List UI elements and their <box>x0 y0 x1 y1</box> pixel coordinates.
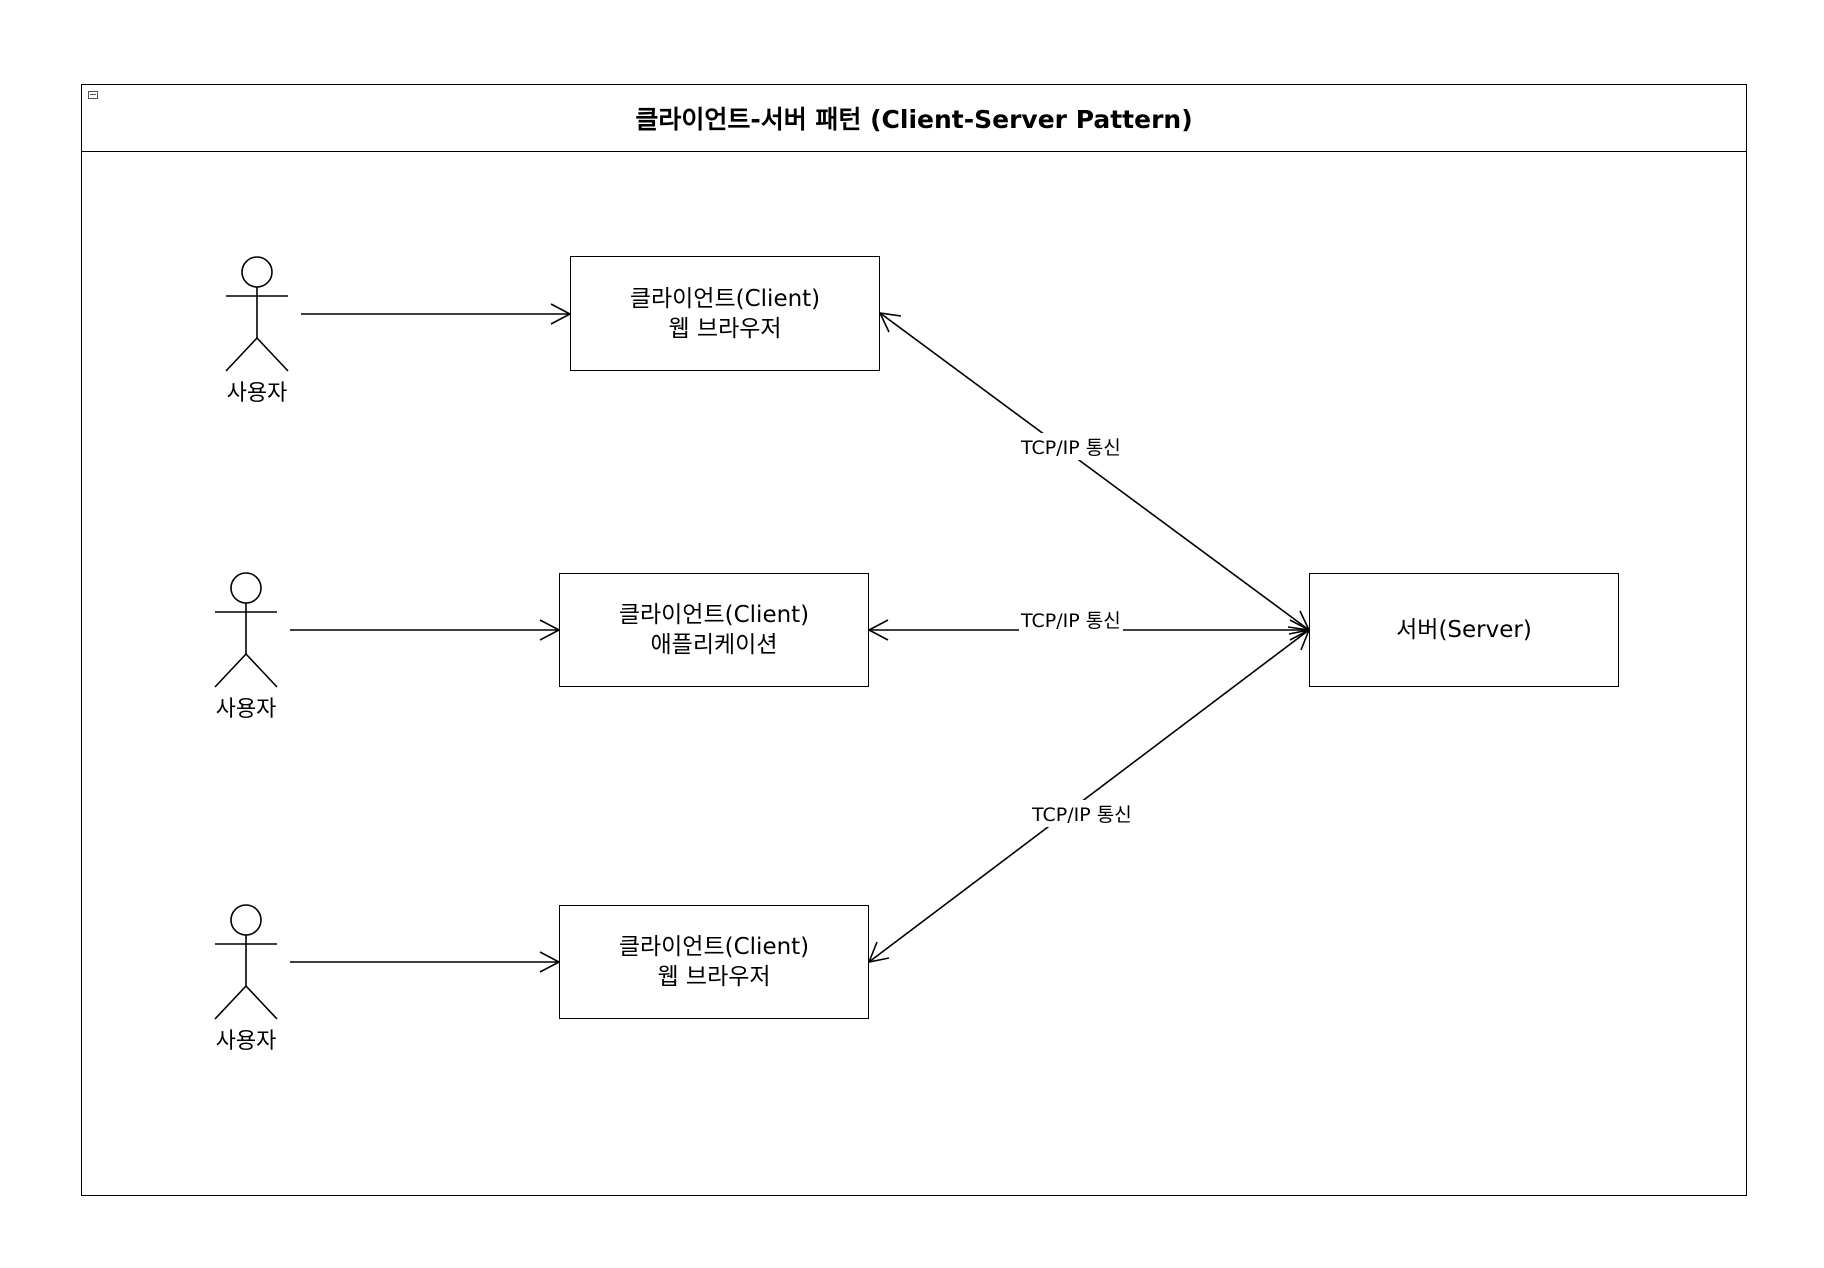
client-box[interactable]: 클라이언트(Client) 웹 브라우저 <box>570 256 880 371</box>
tcp-connection-line <box>878 311 1311 632</box>
client-subtitle: 웹 브라우저 <box>657 964 771 990</box>
actor-label: 사용자 <box>215 1029 277 1054</box>
actor-to-client-arrow <box>290 951 561 973</box>
client-title: 클라이언트(Client) <box>618 602 810 628</box>
actor-figure <box>214 904 278 1020</box>
diagram-title: 클라이언트-서버 패턴 (Client-Server Pattern) <box>635 105 1193 134</box>
server-label: 서버(Server) <box>1396 617 1532 643</box>
actor-to-client-arrow <box>290 619 561 641</box>
client-subtitle: 애플리케이션 <box>650 632 778 658</box>
diagram-frame: 클라이언트-서버 패턴 (Client-Server Pattern) <box>81 84 1747 1196</box>
client-title: 클라이언트(Client) <box>618 934 810 960</box>
client-subtitle: 웹 브라우저 <box>668 315 782 342</box>
client-title: 클라이언트(Client) <box>629 285 821 312</box>
connection-label: TCP/IP 통신 <box>1019 606 1123 633</box>
actor-label: 사용자 <box>226 381 288 406</box>
actor-figure <box>225 256 289 372</box>
server-box[interactable]: 서버(Server) <box>1309 573 1619 687</box>
connection-label: TCP/IP 통신 <box>1030 800 1134 827</box>
actor-label: 사용자 <box>215 697 277 722</box>
tcp-connection-line <box>867 628 1311 964</box>
collapse-icon[interactable] <box>88 91 98 99</box>
frame-title-bar: 클라이언트-서버 패턴 (Client-Server Pattern) <box>82 85 1746 152</box>
connection-label: TCP/IP 통신 <box>1019 433 1123 460</box>
client-box[interactable]: 클라이언트(Client) 애플리케이션 <box>559 573 869 687</box>
actor-to-client-arrow <box>301 303 572 325</box>
actor-figure <box>214 572 278 688</box>
client-box[interactable]: 클라이언트(Client) 웹 브라우저 <box>559 905 869 1019</box>
